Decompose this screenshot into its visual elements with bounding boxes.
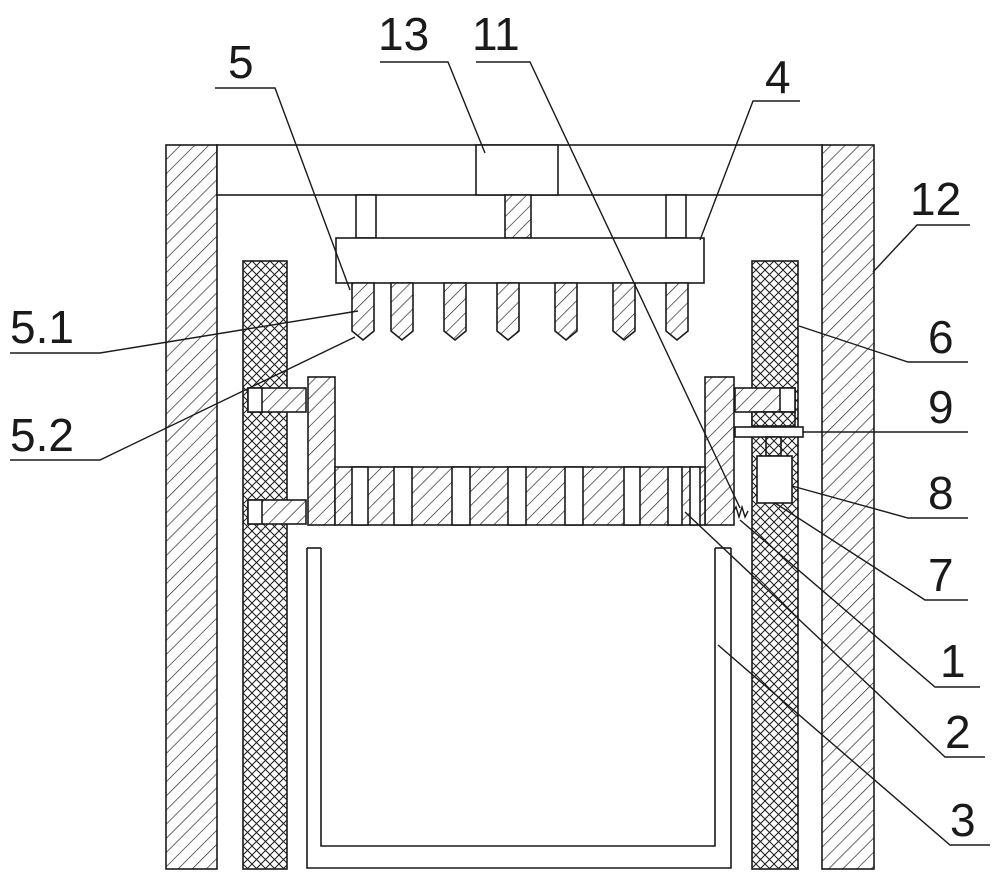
leader-13 [380, 61, 486, 154]
tray-hole [667, 466, 683, 526]
punch-pin [390, 282, 414, 342]
press-rods [355, 194, 687, 239]
label-11: 11 [472, 8, 520, 60]
tray-left-wall [307, 376, 336, 526]
right-slider-top-cap [779, 387, 796, 413]
guide-column-left [242, 260, 288, 870]
punch-pin [496, 282, 520, 342]
punch-pin [554, 282, 578, 342]
spring-block [751, 411, 796, 427]
label-12: 12 [910, 173, 961, 225]
tray-hole [564, 466, 584, 526]
collection-box-outer [306, 548, 732, 869]
left-slider-top-cap [247, 387, 263, 413]
leader-12 [872, 224, 970, 273]
tray-hole [351, 466, 369, 526]
press-rod-right [665, 194, 687, 239]
label-4: 4 [765, 51, 791, 103]
drive-motor [756, 455, 793, 504]
left-sliders [247, 387, 307, 525]
leader-2 [684, 511, 985, 758]
outer-frame-right-wall [821, 144, 875, 870]
left-slider-bottom-cap [247, 499, 263, 525]
label-5: 5 [228, 36, 254, 88]
cross-rod [734, 426, 804, 438]
leader-11 [476, 61, 741, 509]
tray-hole [507, 466, 527, 526]
label-2: 2 [945, 706, 971, 758]
label-9: 9 [928, 381, 954, 433]
guide-column-right [751, 260, 799, 870]
leader-4 [699, 100, 800, 241]
punch-pin [612, 282, 636, 342]
press-rod-left [355, 194, 377, 239]
tray-hole [393, 466, 413, 526]
guide-columns [242, 260, 799, 870]
tray-hole [689, 466, 701, 526]
leader-8 [791, 485, 968, 519]
leader-6 [798, 325, 968, 363]
leader-5-2 [10, 336, 356, 461]
leader-5-1 [10, 310, 359, 354]
punch-pin [351, 282, 375, 342]
tray-holes [351, 466, 701, 526]
vertical-screw [765, 436, 782, 457]
tray-hole [451, 466, 471, 526]
spring [732, 504, 749, 520]
tray-right-wall [704, 376, 735, 526]
label-6: 6 [928, 311, 954, 363]
press-plate [335, 237, 705, 284]
press-rod-center [504, 194, 532, 239]
outer-frame-left-wall [165, 144, 218, 870]
punch-pins [351, 282, 689, 342]
label-5-1: 5.1 [10, 301, 74, 353]
leader-1 [739, 519, 980, 688]
punch-pin [665, 282, 689, 342]
label-3: 3 [950, 794, 976, 846]
label-5-2: 5.2 [10, 409, 74, 461]
top-motor [475, 144, 559, 196]
collection-box [306, 547, 732, 869]
label-8: 8 [928, 467, 954, 519]
label-7: 7 [928, 549, 954, 601]
label-1: 1 [940, 635, 966, 687]
tray-hole [623, 466, 641, 526]
leader-5 [215, 87, 351, 291]
label-13: 13 [378, 8, 429, 60]
leader-lines [10, 61, 990, 846]
leader-7 [774, 502, 968, 601]
part-labels: 13 11 5 4 12 5.1 6 5.2 9 8 7 1 2 3 [10, 8, 976, 846]
punch-tray [307, 376, 735, 526]
right-sliders [734, 387, 804, 504]
collection-box-inner [320, 548, 716, 847]
leader-3 [717, 644, 990, 846]
punch-pin [443, 282, 467, 342]
